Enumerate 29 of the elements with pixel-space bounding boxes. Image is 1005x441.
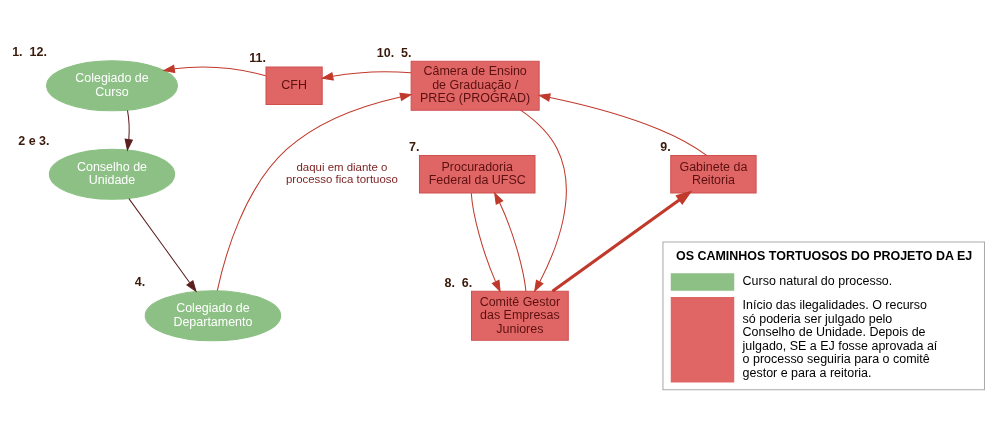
legend-label: Curso natural do processo.	[742, 274, 893, 289]
node-label: 4.	[134, 275, 146, 290]
node-box: Gabinete da Reitoria	[670, 155, 757, 194]
node-label: 8. 6.	[444, 275, 473, 290]
node-box: Câmera de Ensino de Graduação / PREG (PROGRAD)	[410, 60, 540, 111]
node-label: 7.	[409, 139, 420, 154]
arrow	[162, 64, 267, 77]
node-box: Comitê Gestor das Empresas Juniores	[471, 290, 569, 341]
node-label: 1. 12.	[12, 45, 47, 60]
edge-label: daqui em diante o processo fica tortuoso	[286, 160, 398, 186]
arrow	[128, 198, 197, 293]
arrow	[493, 191, 527, 292]
arrow	[551, 190, 693, 293]
node-label: 10. 5.	[376, 45, 412, 60]
label: OS CAMINHOS TORTUOSOS DO PROJETO DA EJ	[675, 249, 973, 264]
arrow	[320, 71, 412, 81]
node-box: Procuradoria Federal da UFSC	[418, 155, 536, 194]
node-ellipse: Colegiado de Departamento	[144, 290, 282, 342]
node-ellipse: Conselho de Unidade	[48, 148, 176, 200]
node-label: 2 e 3.	[18, 133, 50, 148]
node-label: 9.	[660, 139, 671, 154]
arrow	[216, 92, 413, 292]
arrow	[537, 93, 708, 156]
arrow	[520, 109, 567, 293]
legend-label: Início das ilegalidades. O recurso só poderia ser julgado pelo Conselho de Unidade. Depois de julgado, SE a EJ fosse aprovada aí o processo seguiria para o comitê gestor e para a reitoria.	[742, 298, 938, 380]
arrow	[124, 109, 134, 152]
node-label: 11.	[249, 51, 267, 66]
node-box: CFH	[265, 66, 323, 105]
arrow	[470, 192, 501, 293]
